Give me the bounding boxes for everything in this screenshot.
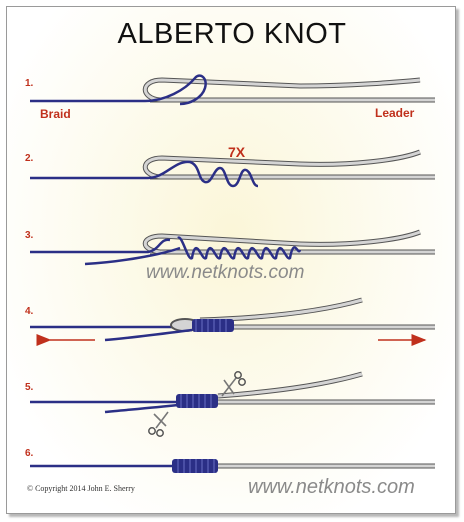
leader-label: Leader [375,106,415,120]
step-3-illustration [30,229,435,266]
diagram-frame [6,6,456,514]
step-number-2: 2. [25,153,34,164]
step-4-illustration [30,297,435,346]
scissors-icon [221,371,246,397]
watermark-center: www.netknots.com [146,262,305,283]
step-number-4: 4. [25,306,34,317]
step-2-illustration [30,149,435,188]
step-5-illustration [30,371,435,437]
watermark-footer: www.netknots.com [248,476,415,498]
copyright-text: © Copyright 2014 John E. Sherry [27,484,135,493]
step-number-6: 6. [25,448,34,459]
step-1-illustration [30,74,435,106]
wrap-count-label: 7X [228,144,246,160]
braid-label: Braid [40,107,71,121]
step-number-3: 3. [25,230,34,241]
scissors-icon [148,411,169,437]
step-number-5: 5. [25,382,34,393]
page-title: ALBERTO KNOT [117,18,347,50]
step-number-1: 1. [25,78,34,89]
step-6-illustration [30,459,435,473]
